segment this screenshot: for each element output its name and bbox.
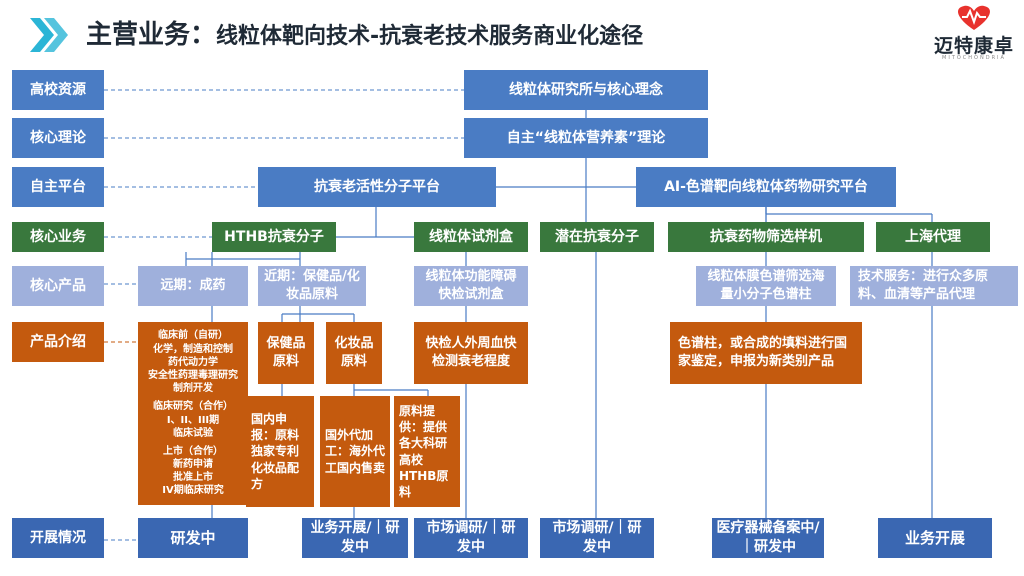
intro-drug-line: 药代动力学 (168, 356, 218, 368)
intro-domestic: 国内申报：原料独家专利化妆品配方 (246, 396, 314, 507)
intro-foreign: 国外代加工：海外代工国内售卖 (320, 396, 390, 507)
intro-drug-line: 临床研究（合作） (153, 401, 233, 413)
logo-name: 迈特康卓 (934, 35, 1015, 57)
product-kit: 线粒体功能障碍快检试剂盒 (414, 266, 528, 306)
biz-screening: 抗衰药物筛选样机 (668, 222, 864, 252)
row-label-intro: 产品介绍 (12, 322, 104, 362)
product-agency: 技术服务：进行众多原料、血清等产品代理 (850, 266, 1018, 306)
status-potential: 市场调研/｜研发中 (540, 518, 654, 558)
row-label-university: 高校资源 (12, 70, 104, 110)
page-title: 主营业务：线粒体靶向技术-抗衰老技术服务商业化途径 (86, 14, 643, 51)
intro-column: 色谱柱，或合成的填料进行国家鉴定，申报为新类别产品 (670, 322, 862, 384)
biz-potential: 潜在抗衰分子 (540, 222, 654, 252)
biz-shanghai: 上海代理 (876, 222, 990, 252)
node-platform-ai: AI-色谱靶向线粒体药物研究平台 (636, 167, 896, 207)
intro-drug-line: 上市（合作） (163, 445, 223, 457)
title-sub: 线粒体靶向技术-抗衰老技术服务商业化途径 (216, 24, 644, 49)
status-drug: 研发中 (138, 518, 248, 558)
intro-drug-line: I、II、III期 (166, 414, 220, 426)
logo-heart-icon (958, 5, 990, 30)
row-label-platform: 自主平台 (12, 167, 104, 207)
row-guide-lines (104, 89, 464, 541)
status-kit: 市场调研/｜研发中 (414, 518, 528, 558)
row-label-business: 核心业务 (12, 222, 104, 252)
row-label-products: 核心产品 (12, 266, 104, 306)
product-raw-material: 近期：保健品/化妆品原料 (258, 266, 366, 306)
intro-drug-line: 新药申请 (173, 459, 213, 471)
intro-health-material: 保健品原料 (258, 322, 314, 384)
intro-drug-line: 临床前（自研） (158, 330, 228, 342)
intro-drug-line: 化学，制造和控制 (153, 343, 233, 355)
product-drug: 远期：成药 (138, 266, 248, 306)
title-main: 主营业务： (86, 20, 217, 50)
double-chevron-icon (30, 18, 68, 52)
intro-drug-line: 临床试验 (173, 427, 213, 439)
status-shanghai: 业务开展 (878, 518, 992, 558)
node-platform-antiaging: 抗衰老活性分子平台 (258, 167, 496, 207)
intro-cosmetic-material: 化妆品原料 (326, 322, 382, 384)
node-institute: 线粒体研究所与核心理念 (464, 70, 708, 110)
product-column: 线粒体膜色谱筛选海量小分子色谱柱 (696, 266, 836, 306)
intro-drug-line: IV期临床研究 (162, 485, 224, 497)
row-label-status: 开展情况 (12, 518, 104, 558)
row-label-theory: 核心理论 (12, 118, 104, 158)
intro-drug-pipeline: 临床前（自研） 化学，制造和控制 药代动力学 安全性药理毒理研究 制剂开发 临床… (138, 322, 248, 505)
status-screening: 医疗器械备案中/｜研发中 (712, 518, 824, 558)
node-theory: 自主“线粒体营养素”理论 (464, 118, 708, 158)
logo-subtext: MITOCHONDRIA (942, 55, 1006, 61)
intro-drug-line: 制剂开发 (173, 383, 213, 395)
status-raw-material: 业务开展/｜研发中 (302, 518, 408, 558)
intro-kit: 快检人外周血快检测衰老程度 (414, 322, 528, 384)
company-logo: 迈特康卓 MITOCHONDRIA (934, 4, 1014, 64)
intro-drug-line: 批准上市 (173, 472, 213, 484)
biz-hthb: HTHB抗衰分子 (212, 222, 336, 252)
intro-supply: 原料提供：提供各大科研高校HTHB原料 (394, 396, 460, 507)
biz-kit: 线粒体试剂盒 (414, 222, 528, 252)
intro-drug-line: 安全性药理毒理研究 (148, 369, 238, 381)
